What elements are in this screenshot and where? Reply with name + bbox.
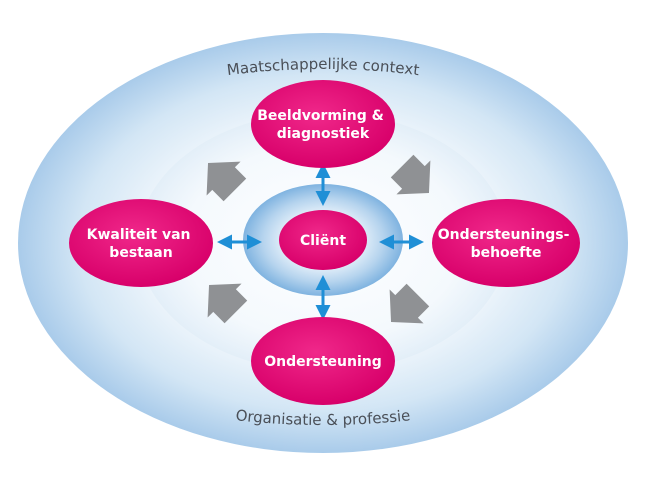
node-left-label: Kwaliteit van bestaan	[87, 227, 196, 261]
flow-arrow-lower-right-icon	[389, 283, 430, 324]
center-node-client	[279, 210, 367, 270]
node-ondersteuning	[251, 317, 395, 405]
flow-arrow-upper-right-icon	[390, 154, 431, 195]
node-beeldvorming	[251, 80, 395, 168]
flow-arrow-upper-left-icon	[206, 161, 247, 202]
center-node-label: Cliënt	[300, 233, 346, 249]
flow-arrow-lower-left-icon	[207, 283, 248, 324]
node-kwaliteit-van-bestaan	[69, 199, 213, 287]
node-ondersteuningsbehoefte	[432, 199, 580, 287]
node-bottom-label: Ondersteuning	[264, 354, 382, 370]
node-right-label: Ondersteunings- behoefte	[438, 227, 575, 261]
context-bottom-label: Organisatie & professie	[235, 406, 411, 429]
node-top-label: Beeldvorming & diagnostiek	[257, 108, 388, 142]
